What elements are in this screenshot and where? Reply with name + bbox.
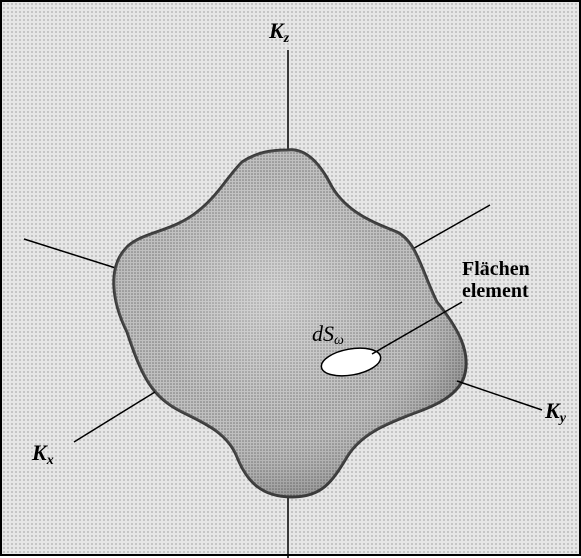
kz-axis-label: Kz [269,20,289,46]
kx-axis-label: Kx [32,442,54,468]
fermi-surface-shading [114,150,466,497]
area-element-label-line2: element [462,280,530,302]
ky-front-axis-line [457,381,542,410]
ky-back-axis-line [402,205,490,255]
area-element-label-line1: Flächen [462,258,530,280]
area-element-label: Flächen element [462,258,530,302]
surface-element-label: dSω [312,323,344,348]
ky-axis-label: Ky [545,400,566,426]
kx-back-axis-line [24,239,122,270]
kx-front-axis-line [74,392,155,442]
